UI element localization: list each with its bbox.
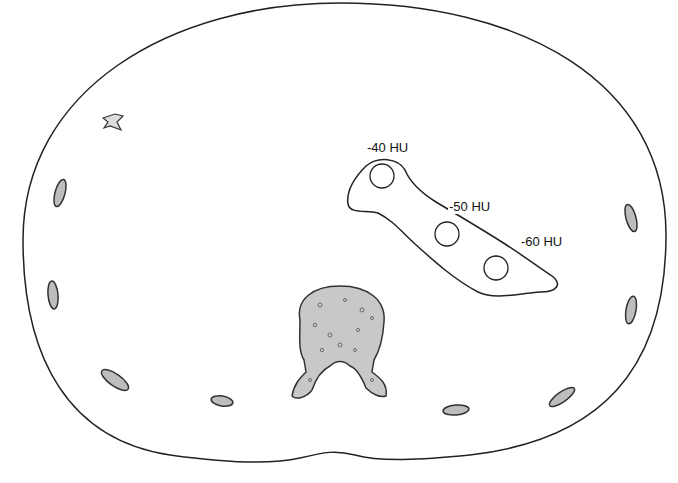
hu-label: -50 HU bbox=[448, 200, 491, 214]
body-outline bbox=[23, 3, 666, 462]
lesion-outline bbox=[348, 160, 558, 296]
roi-circle bbox=[435, 222, 459, 246]
rib-sections bbox=[47, 178, 640, 416]
hu-label: -60 HU bbox=[520, 235, 563, 249]
roi-circle bbox=[370, 164, 394, 188]
small-structure bbox=[103, 114, 123, 130]
hu-label: -40 HU bbox=[366, 141, 409, 155]
bone-texture bbox=[309, 299, 374, 382]
roi-circle bbox=[484, 256, 508, 280]
vertebra bbox=[292, 286, 386, 398]
